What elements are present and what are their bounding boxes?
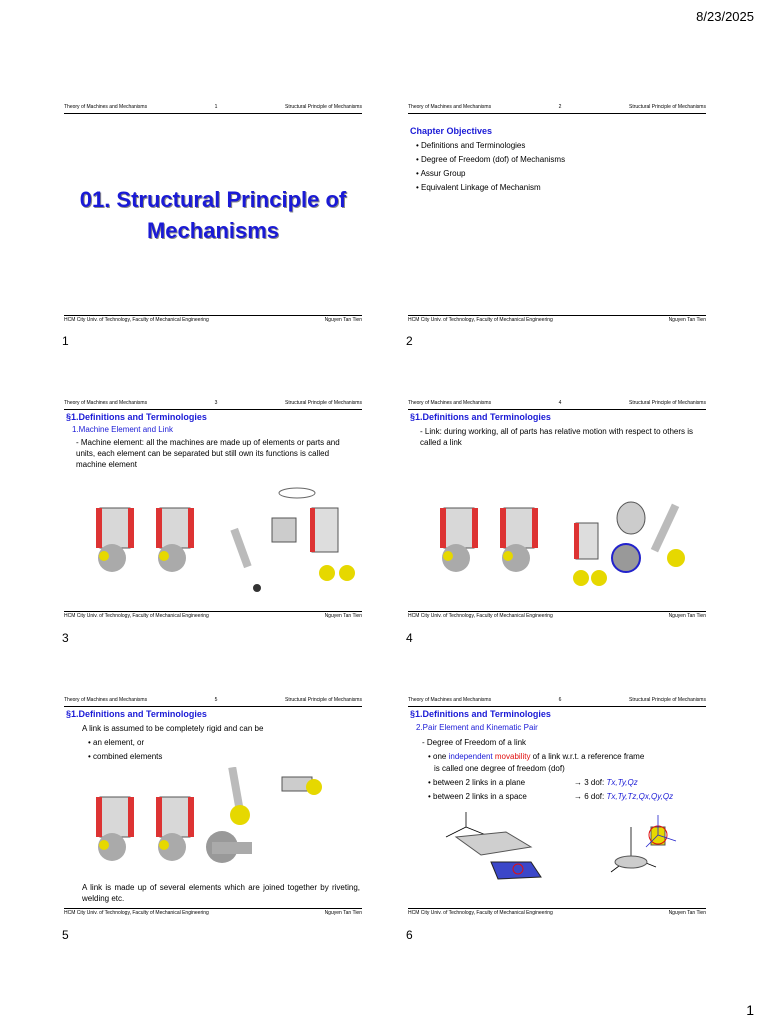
connecting-rod-icon [206,767,322,863]
section-title: §1.Definitions and Terminologies [66,709,207,719]
dof-text: → 6 dof: Tx,Ty,Tz,Qx,Qy,Qz [574,792,674,801]
slide-footer: HCM City Univ. of Technology, Faculty of… [64,611,362,622]
exploded-parts-icon [230,487,355,592]
slide-number: 1 [62,334,69,348]
print-date: 8/23/2025 [696,9,754,24]
slide-number: 3 [62,631,69,645]
slide-footer: HCM City Univ. of Technology, Faculty of… [408,908,706,919]
slide-number: 4 [406,631,413,645]
dof-text: → 3 dof: Tx,Ty,Qz [574,778,638,787]
slide-number: 6 [406,928,413,942]
body-text: A link is assumed to be completely rigid… [82,724,264,733]
plane-link-diagram-icon [445,812,542,880]
page-number: 1 [746,1002,754,1018]
bullet-text: • between 2 links in a space [428,792,527,801]
body-text: - Link: during working, all of parts has… [420,427,694,447]
combined-elements-figure [96,767,322,863]
bullet-text: • combined elements [88,752,163,761]
slide-number: 5 [62,928,69,942]
piston-crank-icon [156,507,194,572]
slide-number: 2 [406,334,413,348]
slide-footer: HCM City Univ. of Technology, Faculty of… [64,908,362,919]
piston-crank-icon [440,507,478,572]
piston-crank-icon [500,507,538,572]
bullet-text: is called one degree of freedom (dof) [434,764,565,773]
bullet-text: • an element, or [88,738,145,747]
subsection-title: 1.Machine Element and Link [72,425,173,434]
piston-crank-icon [156,796,194,861]
objectives-title: Chapter Objectives [410,126,493,136]
piston-crank-icon [96,507,134,572]
body-text: - Degree of Freedom of a link [422,738,527,747]
section-title: §1.Definitions and Terminologies [410,412,551,422]
exploded-link-icon [573,501,685,586]
body-text: A link is made up of several elements wh… [82,883,360,903]
dof-diagram-figure [445,812,677,880]
slide-footer: HCM City Univ. of Technology, Faculty of… [64,315,362,326]
bullet-text: • between 2 links in a plane [428,778,526,787]
slide-footer: HCM City Univ. of Technology, Faculty of… [408,611,706,622]
section-title: §1.Definitions and Terminologies [410,709,551,719]
section-title: §1.Definitions and Terminologies [66,412,207,422]
slide-footer: HCM City Univ. of Technology, Faculty of… [408,315,706,326]
bullet-text: • one independent movability of a link w… [428,752,645,761]
link-parts-figure [440,501,685,586]
subsection-title: 2.Pair Element and Kinematic Pair [416,723,538,732]
engine-parts-figure [96,487,355,592]
piston-crank-icon [96,796,134,861]
objectives-list: • Definitions and Terminologies• Degree … [416,141,566,192]
body-text: - Machine element: all the machines are … [76,438,340,469]
space-link-diagram-icon [610,815,677,873]
